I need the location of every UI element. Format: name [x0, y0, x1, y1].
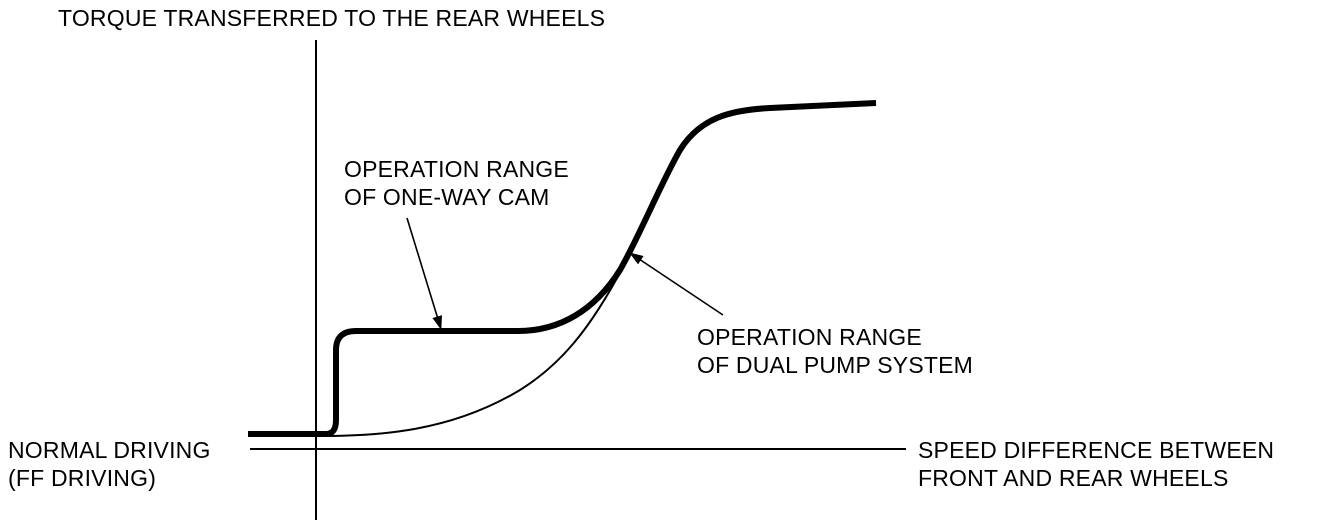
- torque-curve: [248, 100, 877, 437]
- normal-driving-label: NORMAL DRIVING: [8, 437, 211, 463]
- y-axis-label: TORQUE TRANSFERRED TO THE REAR WHEELS: [58, 5, 606, 31]
- one-way-cam-label-line2: OF ONE-WAY CAM: [344, 184, 550, 210]
- dual-pump-arrow: [629, 252, 724, 316]
- ff-driving-label: (FF DRIVING): [8, 465, 157, 491]
- dual-pump-label-line2: OF DUAL PUMP SYSTEM: [697, 352, 974, 378]
- one-way-cam-label-line1: OPERATION RANGE: [344, 156, 569, 182]
- x-axis-label-line2: FRONT AND REAR WHEELS: [918, 465, 1229, 491]
- one-way-cam-arrow: [406, 217, 442, 330]
- x-axis-label-line1: SPEED DIFFERENCE BETWEEN: [918, 437, 1275, 463]
- dual-pump-curve: [315, 264, 625, 437]
- dual-pump-label-line1: OPERATION RANGE: [697, 324, 922, 350]
